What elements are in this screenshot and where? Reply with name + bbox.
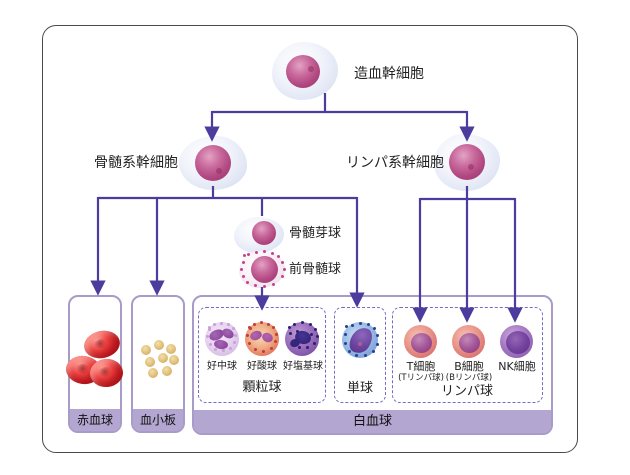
promyelocyte-nucleus [251, 256, 278, 283]
platelet [154, 340, 164, 350]
b-cell-label: B細胞 [454, 360, 484, 373]
platelet [158, 353, 168, 363]
platelet [162, 366, 172, 376]
platelet [148, 368, 158, 378]
nk-cell-nucleus [506, 331, 530, 354]
myeloid-stem-nucleus [195, 145, 231, 181]
b-cell-nucleus [459, 333, 480, 353]
basophil-label: 好塩基球 [283, 361, 323, 372]
myeloblast-label: 骨髄芽球 [289, 226, 342, 241]
eosinophil-label: 好酸球 [247, 361, 277, 372]
lymphoid-stem-nucleus [449, 144, 485, 180]
lymphocyte-label: リンパ球 [440, 384, 494, 399]
platelet-box-label: 血小板 [133, 409, 183, 431]
lymphoid-stem-label: リンパ系幹細胞 [346, 155, 444, 171]
hsc-nucleolus [308, 66, 314, 72]
monocyte-rim-granules [345, 325, 348, 328]
monocyte-label: 単球 [346, 381, 374, 396]
myeloblast-nucleus [252, 221, 276, 245]
rbc-box-label: 赤血球 [70, 409, 120, 431]
platelet [141, 345, 151, 355]
wbc-container: 白血球 [192, 295, 553, 435]
basophil-granules [288, 326, 291, 329]
t-cell-sublabel: (Tリンパ球) [398, 373, 444, 383]
lymphoid-nucleolus [468, 164, 474, 170]
hsc-label: 造血幹細胞 [354, 66, 424, 82]
neutrophil-granules [208, 326, 211, 329]
granulocyte-label: 顆粒球 [242, 380, 282, 395]
monocyte-speck [358, 342, 362, 346]
neutrophil-label: 好中球 [207, 361, 237, 372]
platelet [145, 357, 155, 367]
nk-cell-label: NK細胞 [498, 360, 536, 373]
platelet [166, 344, 176, 354]
b-cell-sublabel: (Bリンパ球) [445, 373, 493, 383]
platelet [169, 355, 179, 365]
wbc-band-label: 白血球 [194, 410, 551, 433]
myeloid-nucleolus [216, 168, 222, 174]
hsc-nucleus [286, 55, 320, 88]
myeloid-stem-label: 骨髄系幹細胞 [94, 155, 178, 171]
promyelocyte-granules [243, 254, 246, 257]
t-cell-nucleus [411, 333, 432, 353]
t-cell-label: T細胞 [406, 360, 436, 373]
eosinophil-granules [248, 326, 251, 329]
promyelocyte-label: 前骨髄球 [289, 262, 342, 277]
